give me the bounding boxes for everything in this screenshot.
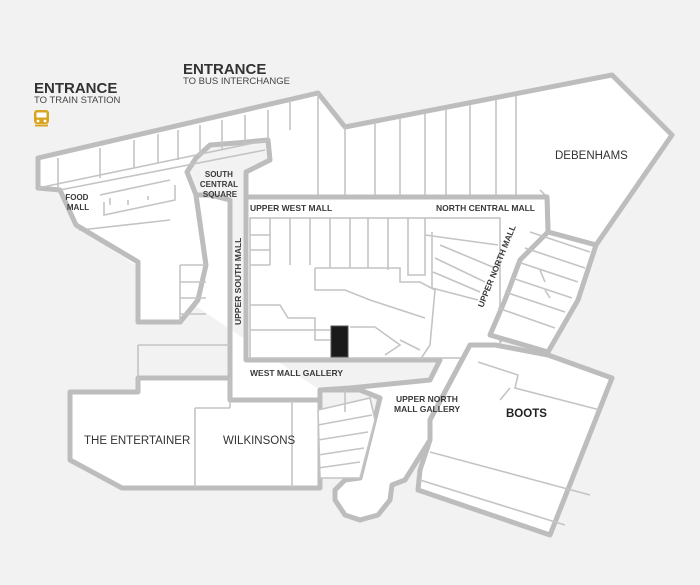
inner-ring: [249, 217, 501, 359]
west-strip-lines: [37, 100, 291, 191]
south-west-units: [137, 264, 293, 488]
highlighted-unit[interactable]: [330, 325, 349, 358]
inner-ring-units: [250, 218, 499, 361]
central-lower-lines: [317, 390, 373, 469]
west-mall-gallery-label: WEST MALL GALLERY: [250, 368, 343, 378]
north-shop-lines: [317, 93, 548, 198]
train-icon: [34, 110, 49, 127]
north-central-mall-label: NORTH CENTRAL MALL: [436, 203, 535, 213]
boots-lines: [419, 361, 601, 526]
upper-west-mall-label: UPPER WEST MALL: [250, 203, 332, 213]
central-lower: [317, 397, 376, 479]
train-entrance-title: ENTRANCE: [34, 80, 117, 97]
northeast-lines: [497, 231, 591, 329]
upper-south-mall-label: UPPER SOUTH MALL: [233, 238, 243, 325]
upper-north-mall-gallery-label: UPPER NORTH MALL GALLERY: [394, 394, 460, 414]
store-debenhams[interactable]: DEBENHAMS: [555, 150, 628, 162]
store-the-entertainer[interactable]: THE ENTERTAINER: [84, 435, 190, 447]
store-boots[interactable]: BOOTS: [506, 408, 547, 420]
train-entrance-subtitle: TO TRAIN STATION: [34, 95, 121, 106]
food-mall-label: FOOD MALL: [65, 193, 90, 212]
bus-entrance-subtitle: TO BUS INTERCHANGE: [183, 76, 290, 87]
food-mall-units: [75, 179, 176, 231]
store-wilkinsons[interactable]: WILKINSONS: [223, 435, 296, 447]
bus-entrance-title: ENTRANCE: [183, 61, 266, 78]
south-central-square-label: SOUTH CENTRAL SQUARE: [200, 170, 240, 199]
